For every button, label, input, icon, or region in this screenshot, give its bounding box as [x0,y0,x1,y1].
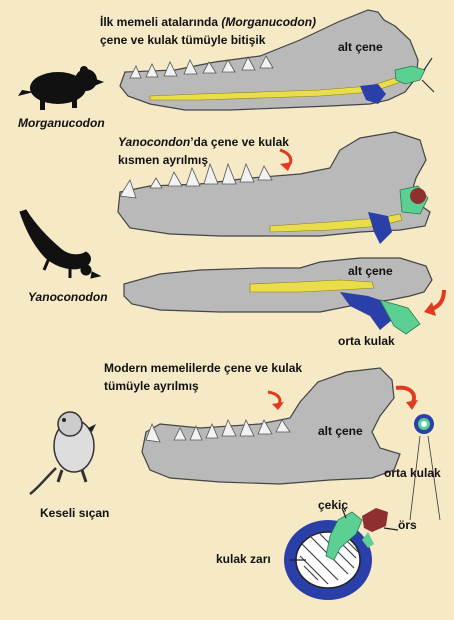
opossum-name: Keseli sıçan [40,506,109,520]
section1-title-text: İlk memeli atalarında [100,15,221,29]
section3-ear-label: orta kulak [384,466,441,480]
section3-jaw-label: alt çene [318,424,363,438]
section2-title-italic: Yanocondon [118,135,190,149]
section2-title-line2: kısmen ayrılmış [118,152,208,168]
morganucodon-silhouette-icon [18,66,104,110]
section3-title-line2: tümüyle ayrılmış [104,378,199,394]
opossum-silhouette-icon [30,412,96,494]
section1-title-line1: İlk memeli atalarında (Morganucodon) [100,14,316,30]
section2-jaw-label: alt çene [348,264,393,278]
section2-title-line1: Yanocondon’da çene ve kulak [118,134,289,150]
yanoconodon-name: Yanoconodon [28,290,108,304]
morganucodon-name: Morganucodon [18,116,105,130]
yanoconodon-silhouette-icon [20,210,100,278]
section1-title-line2: çene ve kulak tümüyle bitişik [100,32,265,48]
section2-ear-label: orta kulak [338,334,395,348]
section2-title-text: ’da çene ve kulak [190,135,289,149]
section3-title-line1: Modern memelilerde çene ve kulak [104,360,302,376]
malleus-label: çekiç [318,498,348,512]
arrow-head-4 [406,400,418,410]
section1-jaw-label: alt çene [338,40,383,54]
arrow-head-3 [272,402,284,410]
arrow-head-1 [280,162,292,171]
ear-detail [284,508,398,600]
incus-label: örs [398,518,417,532]
eardrum-label: kulak zarı [216,552,271,566]
section1-title-italic: (Morganucodon) [221,15,316,29]
